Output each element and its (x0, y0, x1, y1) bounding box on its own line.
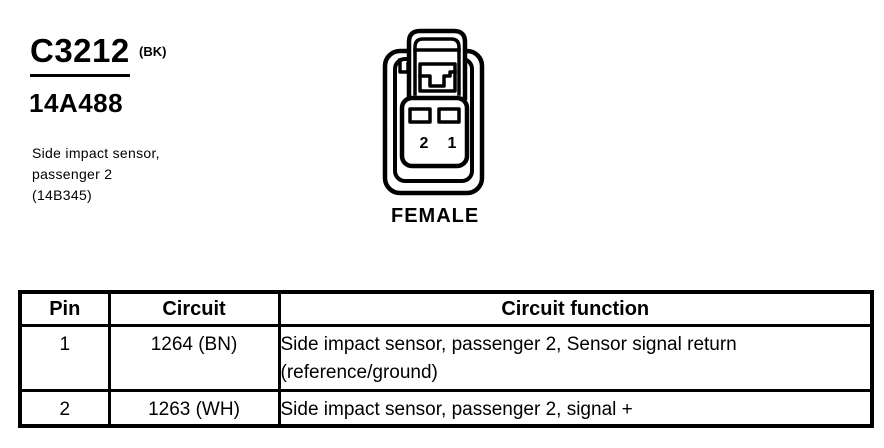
latch-tab-inner (413, 37, 461, 96)
key-notch (418, 70, 457, 88)
pin-slot-2 (408, 107, 432, 124)
column-header-circuit: Circuit (107, 290, 281, 327)
pin-cell: 2 (18, 389, 111, 428)
description-line: (14B345) (32, 187, 92, 203)
connector-diagram: 2 1 (382, 28, 485, 196)
column-header-pin: Pin (18, 290, 111, 327)
column-header-circuit-function: Circuit function (277, 290, 874, 327)
pin-cavity (399, 95, 470, 169)
connector-gender-label: FEMALE (391, 205, 480, 227)
connector-color-code: (BK) (139, 44, 167, 59)
circuit-function-cell: Side impact sensor, passenger 2, Sensor … (277, 324, 874, 392)
table-row: 1 1264 (BN) Side impact sensor, passenge… (18, 324, 874, 392)
pin-slot-1 (437, 107, 461, 124)
table-row: 2 1263 (WH) Side impact sensor, passenge… (18, 389, 874, 428)
housing-hook (398, 58, 410, 74)
pin-1-label: 1 (448, 135, 457, 152)
circuit-cell: 1263 (WH) (107, 389, 281, 428)
pin-2-label: 2 (420, 135, 429, 152)
connector-id-heading: C3212 (30, 32, 130, 69)
circuit-function-cell: Side impact sensor, passenger 2, signal … (277, 389, 874, 428)
pinout-table: Pin Circuit Circuit function 1 1264 (BN)… (18, 290, 874, 428)
connector-id-underline (30, 74, 130, 77)
connector-description: Side impact sensor, passenger 2 (14B345) (32, 143, 160, 206)
table-header-row: Pin Circuit Circuit function (18, 290, 874, 327)
description-line: passenger 2 (32, 166, 113, 182)
pin-cell: 1 (18, 324, 111, 392)
part-number: 14A488 (29, 88, 124, 118)
circuit-cell: 1264 (BN) (107, 324, 281, 392)
description-line: Side impact sensor, (32, 145, 160, 161)
